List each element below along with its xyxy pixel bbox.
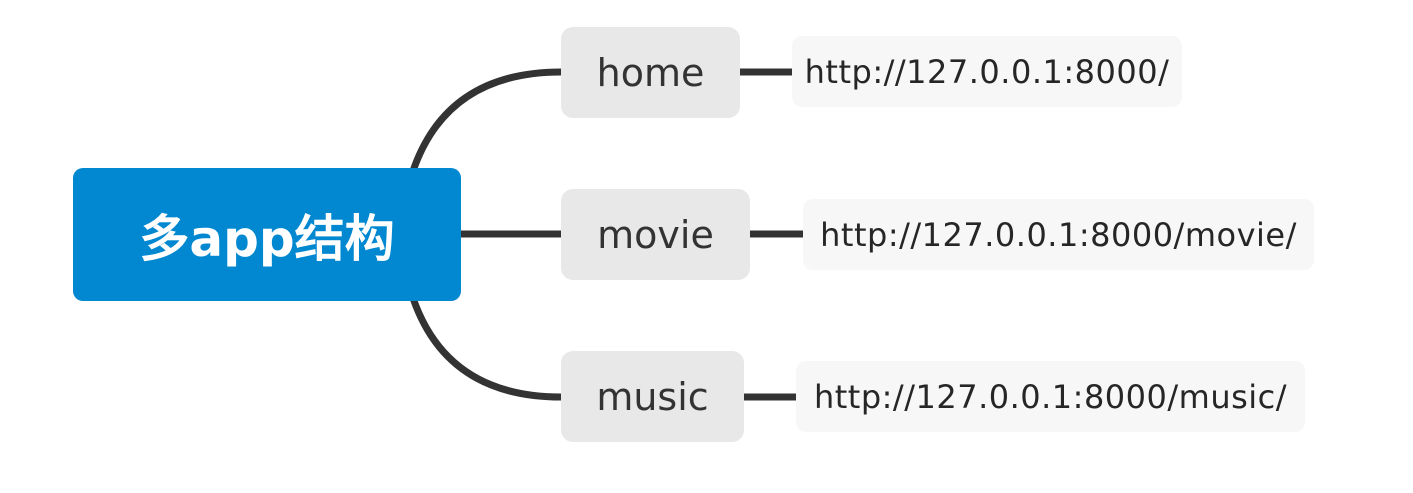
topic-movie[interactable]: movie [561, 189, 750, 280]
root-topic-label: 多app结构 [139, 209, 395, 268]
subtopic-music-url[interactable]: http://127.0.0.1:8000/music/ [796, 361, 1305, 432]
music-url-label: http://127.0.0.1:8000/music/ [813, 377, 1288, 416]
topic-home[interactable]: home [561, 27, 740, 118]
topic-music[interactable]: music [561, 351, 744, 442]
home-url-label: http://127.0.0.1:8000/ [804, 52, 1170, 91]
movie-url-label: http://127.0.0.1:8000/movie/ [820, 215, 1297, 254]
topic-music-label: music [596, 374, 709, 419]
root-topic[interactable]: 多app结构 [73, 168, 461, 301]
subtopic-movie-url[interactable]: http://127.0.0.1:8000/movie/ [803, 199, 1314, 270]
connector-root-home [409, 68, 562, 173]
topic-movie-label: movie [597, 212, 714, 257]
topic-home-label: home [596, 50, 705, 95]
subtopic-home-url[interactable]: http://127.0.0.1:8000/ [792, 36, 1182, 107]
connector-root-music [409, 296, 562, 401]
